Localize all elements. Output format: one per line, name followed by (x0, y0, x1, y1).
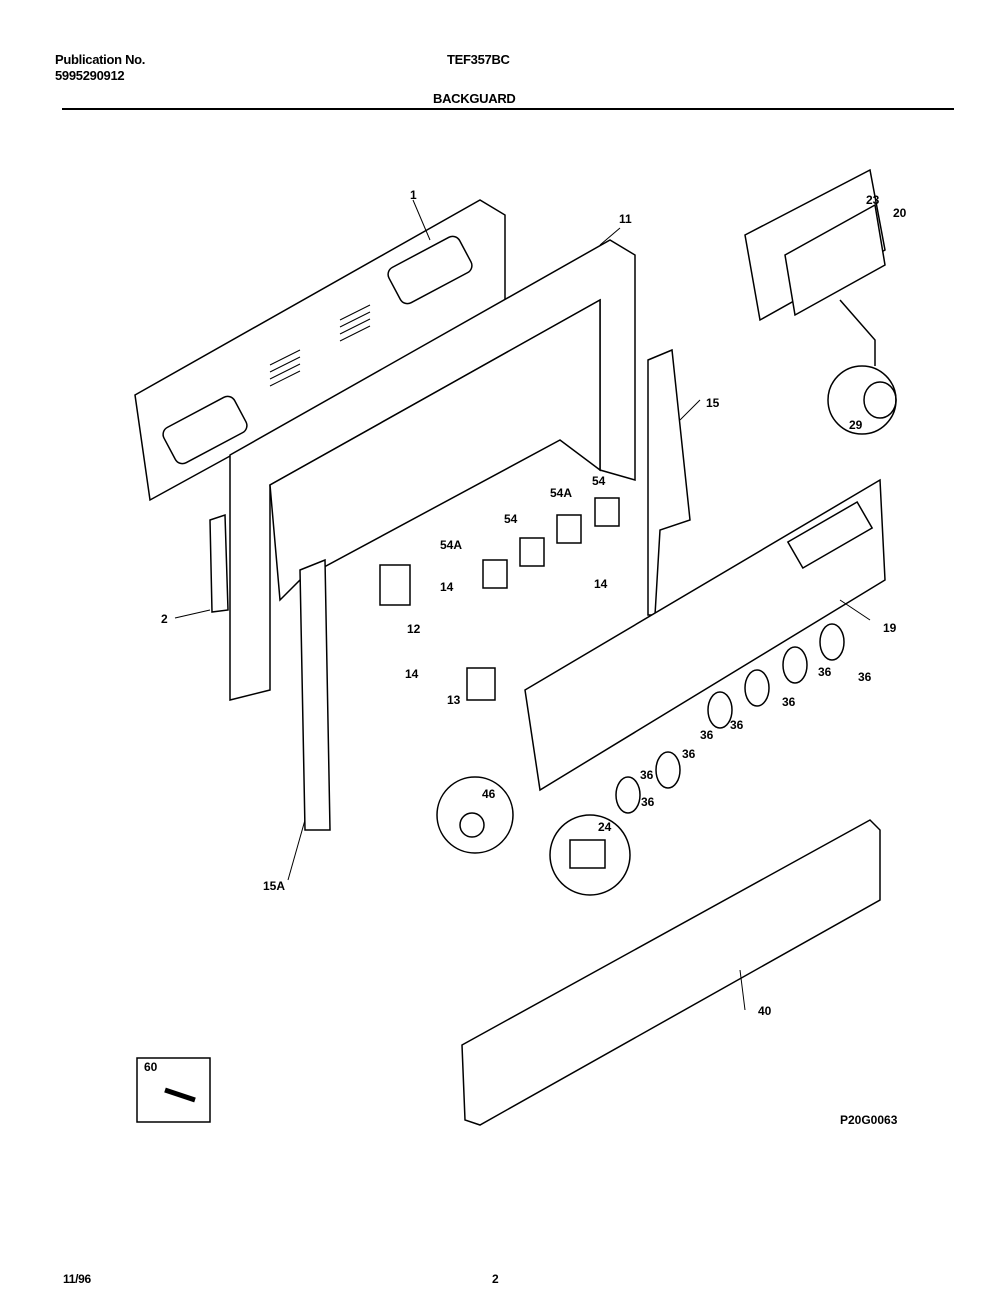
knobs (615, 623, 845, 814)
callout-14: 14 (440, 580, 454, 594)
callout-36: 36 (730, 718, 744, 732)
page-number: 2 (492, 1272, 499, 1286)
callout-29: 29 (849, 418, 863, 432)
callout-12: 12 (407, 622, 421, 636)
drawing-code: P20G0063 (840, 1113, 898, 1127)
callout-15a: 15A (263, 879, 286, 893)
callout-23: 23 (866, 193, 880, 207)
callout-36: 36 (682, 747, 696, 761)
publication-number: 5995290912 (55, 68, 125, 83)
model-number: TEF357BC (447, 52, 510, 67)
callout-40: 40 (758, 1004, 772, 1018)
callout-24: 24 (598, 820, 612, 834)
section-title: BACKGUARD (433, 91, 516, 106)
callout-14: 14 (594, 577, 608, 591)
callout-1: 1 (410, 188, 417, 202)
detail-46 (436, 776, 514, 854)
callout-54a: 54A (550, 486, 573, 500)
control-panel (524, 478, 886, 792)
callout-36: 36 (700, 728, 714, 742)
callout-2: 2 (161, 612, 168, 626)
header-rule (62, 108, 954, 110)
footer-date: 11/96 (63, 1272, 91, 1286)
callout-54: 54 (504, 512, 518, 526)
callout-19: 19 (883, 621, 897, 635)
callout-15: 15 (706, 396, 720, 410)
callout-20: 20 (893, 206, 907, 220)
screw-box (136, 1057, 211, 1123)
detail-24 (549, 814, 631, 896)
callout-36: 36 (818, 665, 832, 679)
callout-60: 60 (144, 1060, 158, 1074)
rear-panel (134, 199, 506, 502)
callout-36: 36 (640, 768, 654, 782)
callout-36: 36 (641, 795, 655, 809)
trim-40 (461, 819, 881, 1126)
callout-36: 36 (782, 695, 796, 709)
bracket-2 (209, 513, 229, 613)
callout-13: 13 (447, 693, 461, 707)
callout-11: 11 (619, 212, 632, 226)
end-bracket-right (647, 348, 691, 616)
callout-14: 14 (405, 667, 419, 681)
publication-label: Publication No. (55, 52, 146, 67)
clock (784, 203, 886, 317)
callout-54: 54 (592, 474, 606, 488)
end-bracket-left (299, 558, 331, 831)
switches (379, 497, 620, 701)
callout-46: 46 (482, 787, 496, 801)
callout-36: 36 (858, 670, 872, 684)
callout-54a: 54A (440, 538, 463, 552)
